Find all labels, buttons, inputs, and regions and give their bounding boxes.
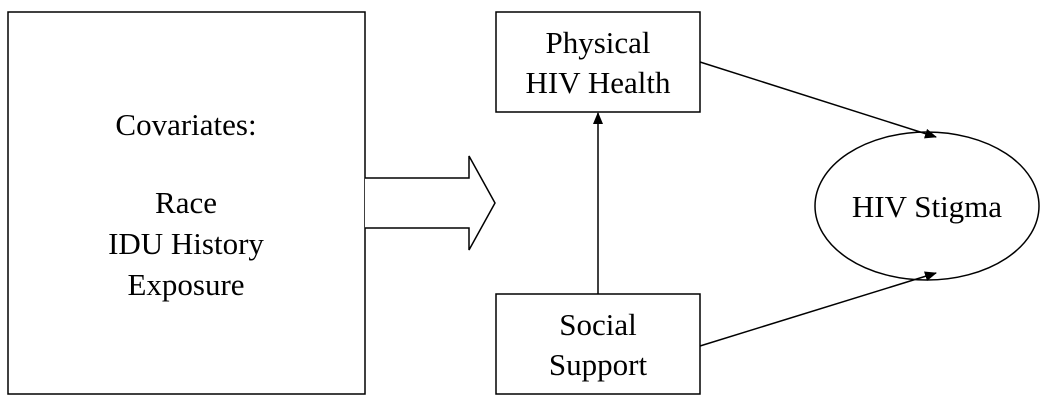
covariates-box: Covariates: Race IDU History Exposure [7, 11, 366, 395]
covariate-idu-history: IDU History [108, 226, 264, 261]
covariate-race: Race [155, 185, 217, 220]
covariate-exposure: Exposure [127, 267, 244, 302]
hiv-stigma-ellipse: HIV Stigma [814, 131, 1040, 281]
physical-health-line2: HIV Health [526, 65, 671, 100]
block-arrow [365, 155, 496, 251]
hiv-stigma-label: HIV Stigma [852, 189, 1002, 224]
social-support-line2: Support [549, 347, 648, 382]
physical-hiv-health-box: Physical HIV Health [495, 11, 701, 113]
arrow-social-support-to-stigma [699, 271, 937, 347]
arrow-physical-health-to-stigma [699, 61, 937, 139]
social-support-box: Social Support [495, 293, 701, 395]
physical-health-line1: Physical [545, 25, 650, 60]
social-support-line1: Social [559, 307, 637, 342]
covariates-heading: Covariates: [115, 107, 256, 142]
